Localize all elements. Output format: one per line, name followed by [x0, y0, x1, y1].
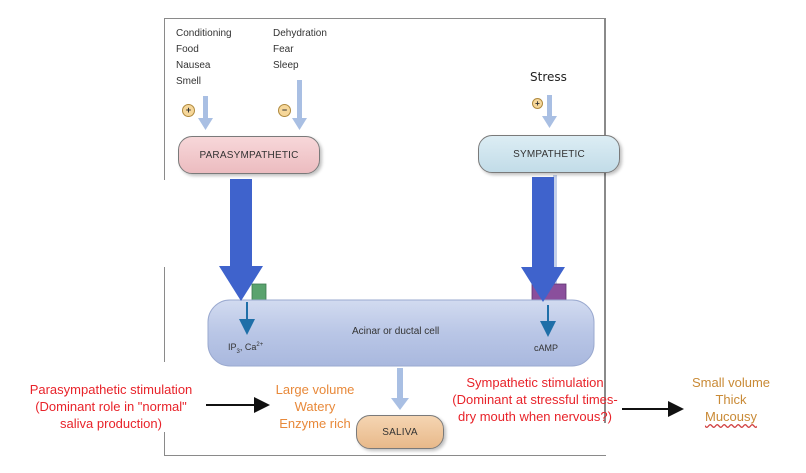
para-stimulating-inputs: Conditioning Food Nausea Smell — [176, 26, 232, 90]
figure-frame-right — [604, 18, 606, 423]
arrow-cell-to-saliva — [391, 368, 409, 410]
input-label: Nausea — [176, 60, 211, 71]
plus-sign-icon: + — [182, 104, 195, 117]
ca-text: , Ca — [239, 342, 257, 352]
note-line: dry mouth when nervous?) — [458, 409, 612, 424]
input-label: Dehydration — [273, 28, 327, 39]
receptor-parasympathetic — [251, 283, 267, 301]
parasympathetic-effect: Large volume Watery Enzyme rich — [260, 381, 370, 432]
figure-frame-left-lower — [164, 267, 165, 362]
ip-subscript: 3 — [236, 348, 240, 355]
ip3-ca-label: IP3, Ca2+ — [228, 342, 263, 355]
para-inhibiting-inputs: Dehydration Fear Sleep — [273, 26, 327, 74]
effect-line: Small volume — [691, 375, 771, 390]
stress-label: Stress — [530, 70, 567, 84]
cell-body — [207, 299, 595, 367]
figure-frame-left-upper — [164, 18, 165, 180]
effect-line: Large volume — [275, 382, 355, 397]
saliva-node: SALIVA — [356, 415, 444, 449]
big-arrow-sympathetic — [521, 177, 565, 302]
ip-text: IP — [228, 342, 237, 352]
sympathetic-note: Sympathetic stimulation (Dominant at str… — [440, 374, 630, 425]
note-line: (Dominant at stressful times- — [452, 392, 618, 407]
sympathetic-effect: Small volume Thick Mucousy — [676, 374, 786, 425]
note-line: Sympathetic stimulation — [466, 375, 604, 390]
input-label: Food — [176, 44, 199, 55]
ca-superscript: 2+ — [256, 342, 264, 348]
figure-frame-left-bottom — [164, 432, 165, 456]
effect-line: Watery — [294, 399, 336, 414]
note-line: saliva production) — [60, 416, 162, 431]
faint-symp-pathway — [553, 175, 557, 285]
effect-line: Mucousy — [704, 409, 758, 424]
effect-line: Thick — [715, 392, 747, 407]
figure-frame-bottom — [164, 455, 606, 456]
figure-frame-top — [165, 18, 605, 19]
parasympathetic-node: PARASYMPATHETIC — [178, 136, 320, 174]
note-line: (Dominant role in "normal" — [35, 399, 187, 414]
effect-line: Enzyme rich — [279, 416, 351, 431]
sympathetic-node: SYMPATHETIC — [478, 135, 620, 173]
input-label: Smell — [176, 76, 202, 87]
big-arrow-parasympathetic — [219, 179, 263, 301]
parasympathetic-note: Parasympathetic stimulation (Dominant ro… — [22, 381, 200, 432]
input-arrow-stimulating — [198, 96, 213, 130]
camp-label: cAMP — [534, 343, 559, 353]
input-arrow-inhibiting — [292, 80, 307, 130]
input-arrow-stress — [542, 95, 557, 128]
input-label: Sleep — [273, 60, 299, 71]
cell-label: Acinar or ductal cell — [352, 326, 440, 337]
minus-sign-icon: − — [278, 104, 291, 117]
note-line: Parasympathetic stimulation — [29, 382, 193, 397]
input-label: Conditioning — [176, 28, 232, 39]
plus-sign-icon: + — [532, 98, 543, 109]
input-label: Fear — [273, 44, 294, 55]
